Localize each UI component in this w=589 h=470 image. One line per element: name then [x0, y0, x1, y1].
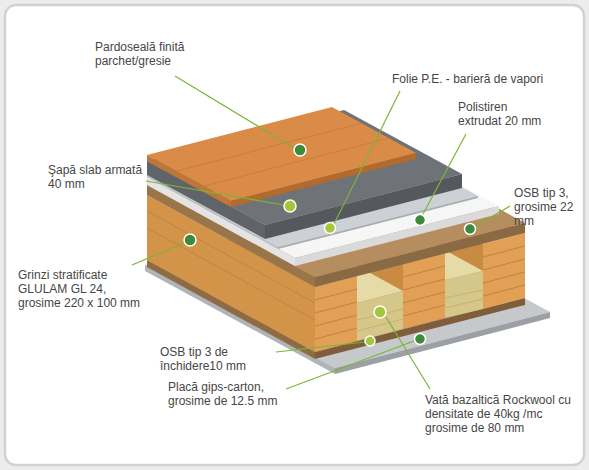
- callout-label: Polistiren extrudat 20 mm: [458, 100, 553, 128]
- parquet-layer: [147, 107, 416, 207]
- leader-lines: [132, 76, 510, 389]
- callout-label: Şapă slab armată 40 mm: [48, 163, 148, 191]
- callout-label: Folie P.E. - barieră de vapori: [392, 72, 543, 86]
- callout-label: Pardoseală finită parchet/gresie: [95, 40, 205, 68]
- callout-label: OSB tip 3 de închidere10 mm: [160, 345, 270, 373]
- panel: [5, 5, 584, 465]
- callout-label: Vată bazaltică Rockwool cu densitate de …: [425, 393, 575, 435]
- callout-dots: [184, 144, 476, 346]
- callout-label: Grinzi stratificate GLULAM GL 24, grosim…: [18, 268, 146, 310]
- callout-label: OSB tip 3, grosime 22 mm: [514, 186, 578, 228]
- callout-label: Placă gips-carton, grosime de 12.5 mm: [168, 380, 280, 408]
